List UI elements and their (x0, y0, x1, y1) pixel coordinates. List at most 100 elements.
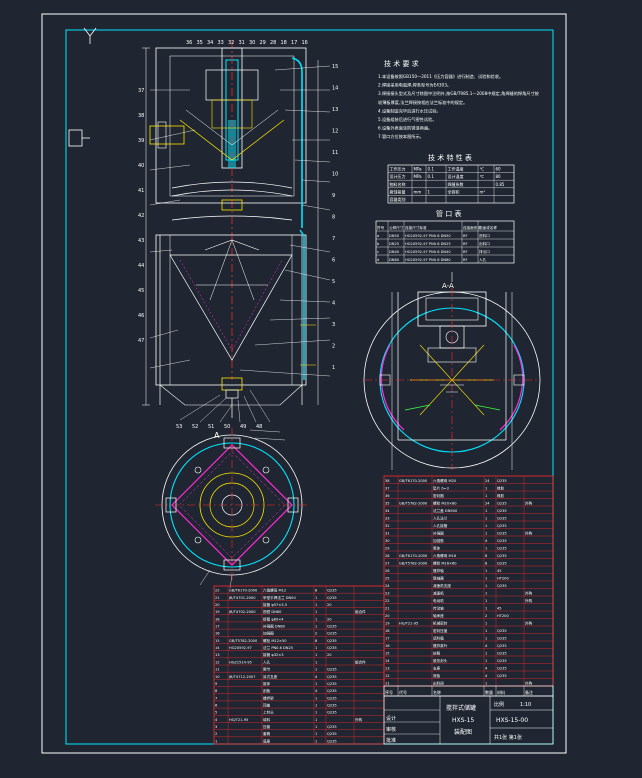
bom-cell: 2 (485, 614, 487, 618)
callout-number: 14 (332, 86, 338, 92)
nozzle-header: 用途或名称 (479, 225, 497, 230)
bom-cell: 轴承座 (433, 613, 444, 618)
spec-cell: MPa (414, 174, 423, 179)
bom-cell: 底板 (433, 673, 441, 678)
callout-number: 45 (138, 288, 144, 294)
callout-number: 10 (332, 172, 338, 178)
bom-cell: Q235 (497, 524, 507, 528)
bom-header-cell: 代号 (399, 689, 407, 695)
bom-cell: 搅拌架 (263, 695, 274, 700)
bom-cell: 垫片 δ=3 (433, 485, 449, 490)
bom-cell: HG20592-97 (229, 646, 252, 650)
nozzle-cell: RF (463, 258, 468, 262)
callout-number: 17 (291, 40, 297, 46)
bom-cell: 23 (385, 591, 390, 595)
bom-cell: 37 (385, 486, 390, 490)
bom-cell: 15 (215, 639, 220, 643)
bom-cell: 1 (315, 682, 317, 686)
bom-cell: 3 (215, 725, 217, 729)
bom-cell: 人孔 (263, 659, 271, 664)
bom-cell: 1 (315, 603, 317, 607)
title-name-2: 装配图 (454, 728, 472, 736)
callout-number: 53 (176, 424, 182, 430)
bom-cell: 1 (315, 668, 317, 672)
bom-cell: 1 (315, 703, 317, 707)
bom-cell: 六角螺母 M20 (433, 478, 457, 483)
bom-cell: 外购 (525, 598, 533, 603)
bom-cell: 补强圈 (433, 530, 444, 535)
bom-cell: 刮板 (263, 688, 271, 693)
bom-cell: 22 (385, 599, 390, 603)
bom-cell: 6 (215, 703, 218, 707)
nozzle-header: 符号 (377, 225, 385, 230)
bom-cell: Q235 (497, 674, 507, 678)
bom-cell: 12 (385, 674, 390, 678)
bom-cell: 减速机 (433, 590, 444, 595)
bom-cell: 锥体 (263, 681, 271, 686)
bom-cell: 8 (485, 561, 488, 565)
bom-cell: Q235 (497, 554, 507, 558)
bom-cell: 36 (385, 494, 390, 498)
bom-cell: 20 (327, 617, 332, 621)
bom-cell: Q235 (497, 666, 507, 670)
bom-cell: 45 (497, 606, 502, 610)
bom-cell: 21 (215, 596, 220, 600)
nozzle-cell: 人孔 (479, 257, 487, 262)
bom-cell: 密封圈 (433, 493, 444, 498)
spec-cell: 全容积 (448, 188, 460, 194)
spec-cell: 设计温度 (448, 173, 464, 179)
nozzle-title: 管 口 表 (436, 209, 461, 218)
bom-cell: 组合件 (355, 609, 366, 614)
nozzle-header: 连接面形式 (463, 225, 481, 230)
scale-value: 1:10 (520, 702, 531, 708)
nozzle-cell: DN40 (389, 250, 400, 254)
bom-cell: 1 (485, 524, 487, 528)
bom-cell: 27 (385, 561, 390, 565)
bom-cell: Q235 (497, 516, 507, 520)
bom-cell: 人孔接管 (433, 523, 448, 528)
bom-cell: 压套 (263, 724, 271, 729)
bom-cell: 20 (327, 603, 332, 607)
nozzle-cell: DN80 (389, 258, 400, 262)
bom-cell: 19 (215, 610, 220, 614)
bom-cell: 14 (215, 646, 220, 650)
bom-cell: GB/T6170-2000 (399, 554, 428, 558)
scale-label: 比例 (494, 701, 504, 708)
bom-cell: Q235 (497, 561, 507, 565)
bom-cell: 1 (485, 636, 487, 640)
callout-number: 32 (228, 40, 234, 46)
bom-cell: 接管 φ57×3.5 (263, 602, 287, 607)
bom-cell: 17 (215, 624, 220, 628)
nozzle-cell: RF (463, 242, 468, 246)
callout-number: 12 (332, 129, 338, 135)
bom-cell: 15 (385, 651, 390, 655)
spec-cell: 容器类别 (390, 196, 406, 202)
callout-number: 37 (138, 88, 144, 94)
callout-number: 16 (302, 40, 308, 46)
bom-cell: Q235 (497, 479, 507, 483)
bom-cell: 筒体 (433, 545, 441, 550)
nozzle-cell: 进料口 (479, 233, 490, 238)
nozzle-cell: b (377, 242, 380, 246)
bom-cell: HG/T21-95 (399, 621, 418, 625)
bom-cell: 4 (485, 539, 488, 543)
spec-cell: 腐蚀裕量 (390, 188, 406, 194)
bom-cell: 25 (385, 576, 390, 580)
callout-number: 52 (192, 424, 198, 430)
bom-cell: 30 (385, 539, 390, 543)
bom-cell: 8 (485, 554, 488, 558)
callout-number: 8 (332, 215, 335, 221)
nozzle-cell: 排污口 (479, 249, 490, 254)
bom-cell: 螺栓 M20×80 (433, 500, 457, 505)
callout-number: 5 (332, 279, 335, 285)
bom-cell: 7 (215, 696, 217, 700)
callout-number: 39 (138, 138, 144, 144)
bom-cell: 8 (315, 639, 318, 643)
title-block: 设计 审核 批准 搅拌式储罐 HXS-15 装配图 HXS-15-00 比例 1… (383, 695, 554, 745)
note-line: 4.设备制造完毕后进行水压试验。 (378, 107, 441, 114)
bom-cell: 搅拌轴 (433, 568, 444, 573)
spec-cell: 设计压力 (390, 173, 406, 179)
bom-cell: 视镜 DN80 (263, 609, 282, 614)
